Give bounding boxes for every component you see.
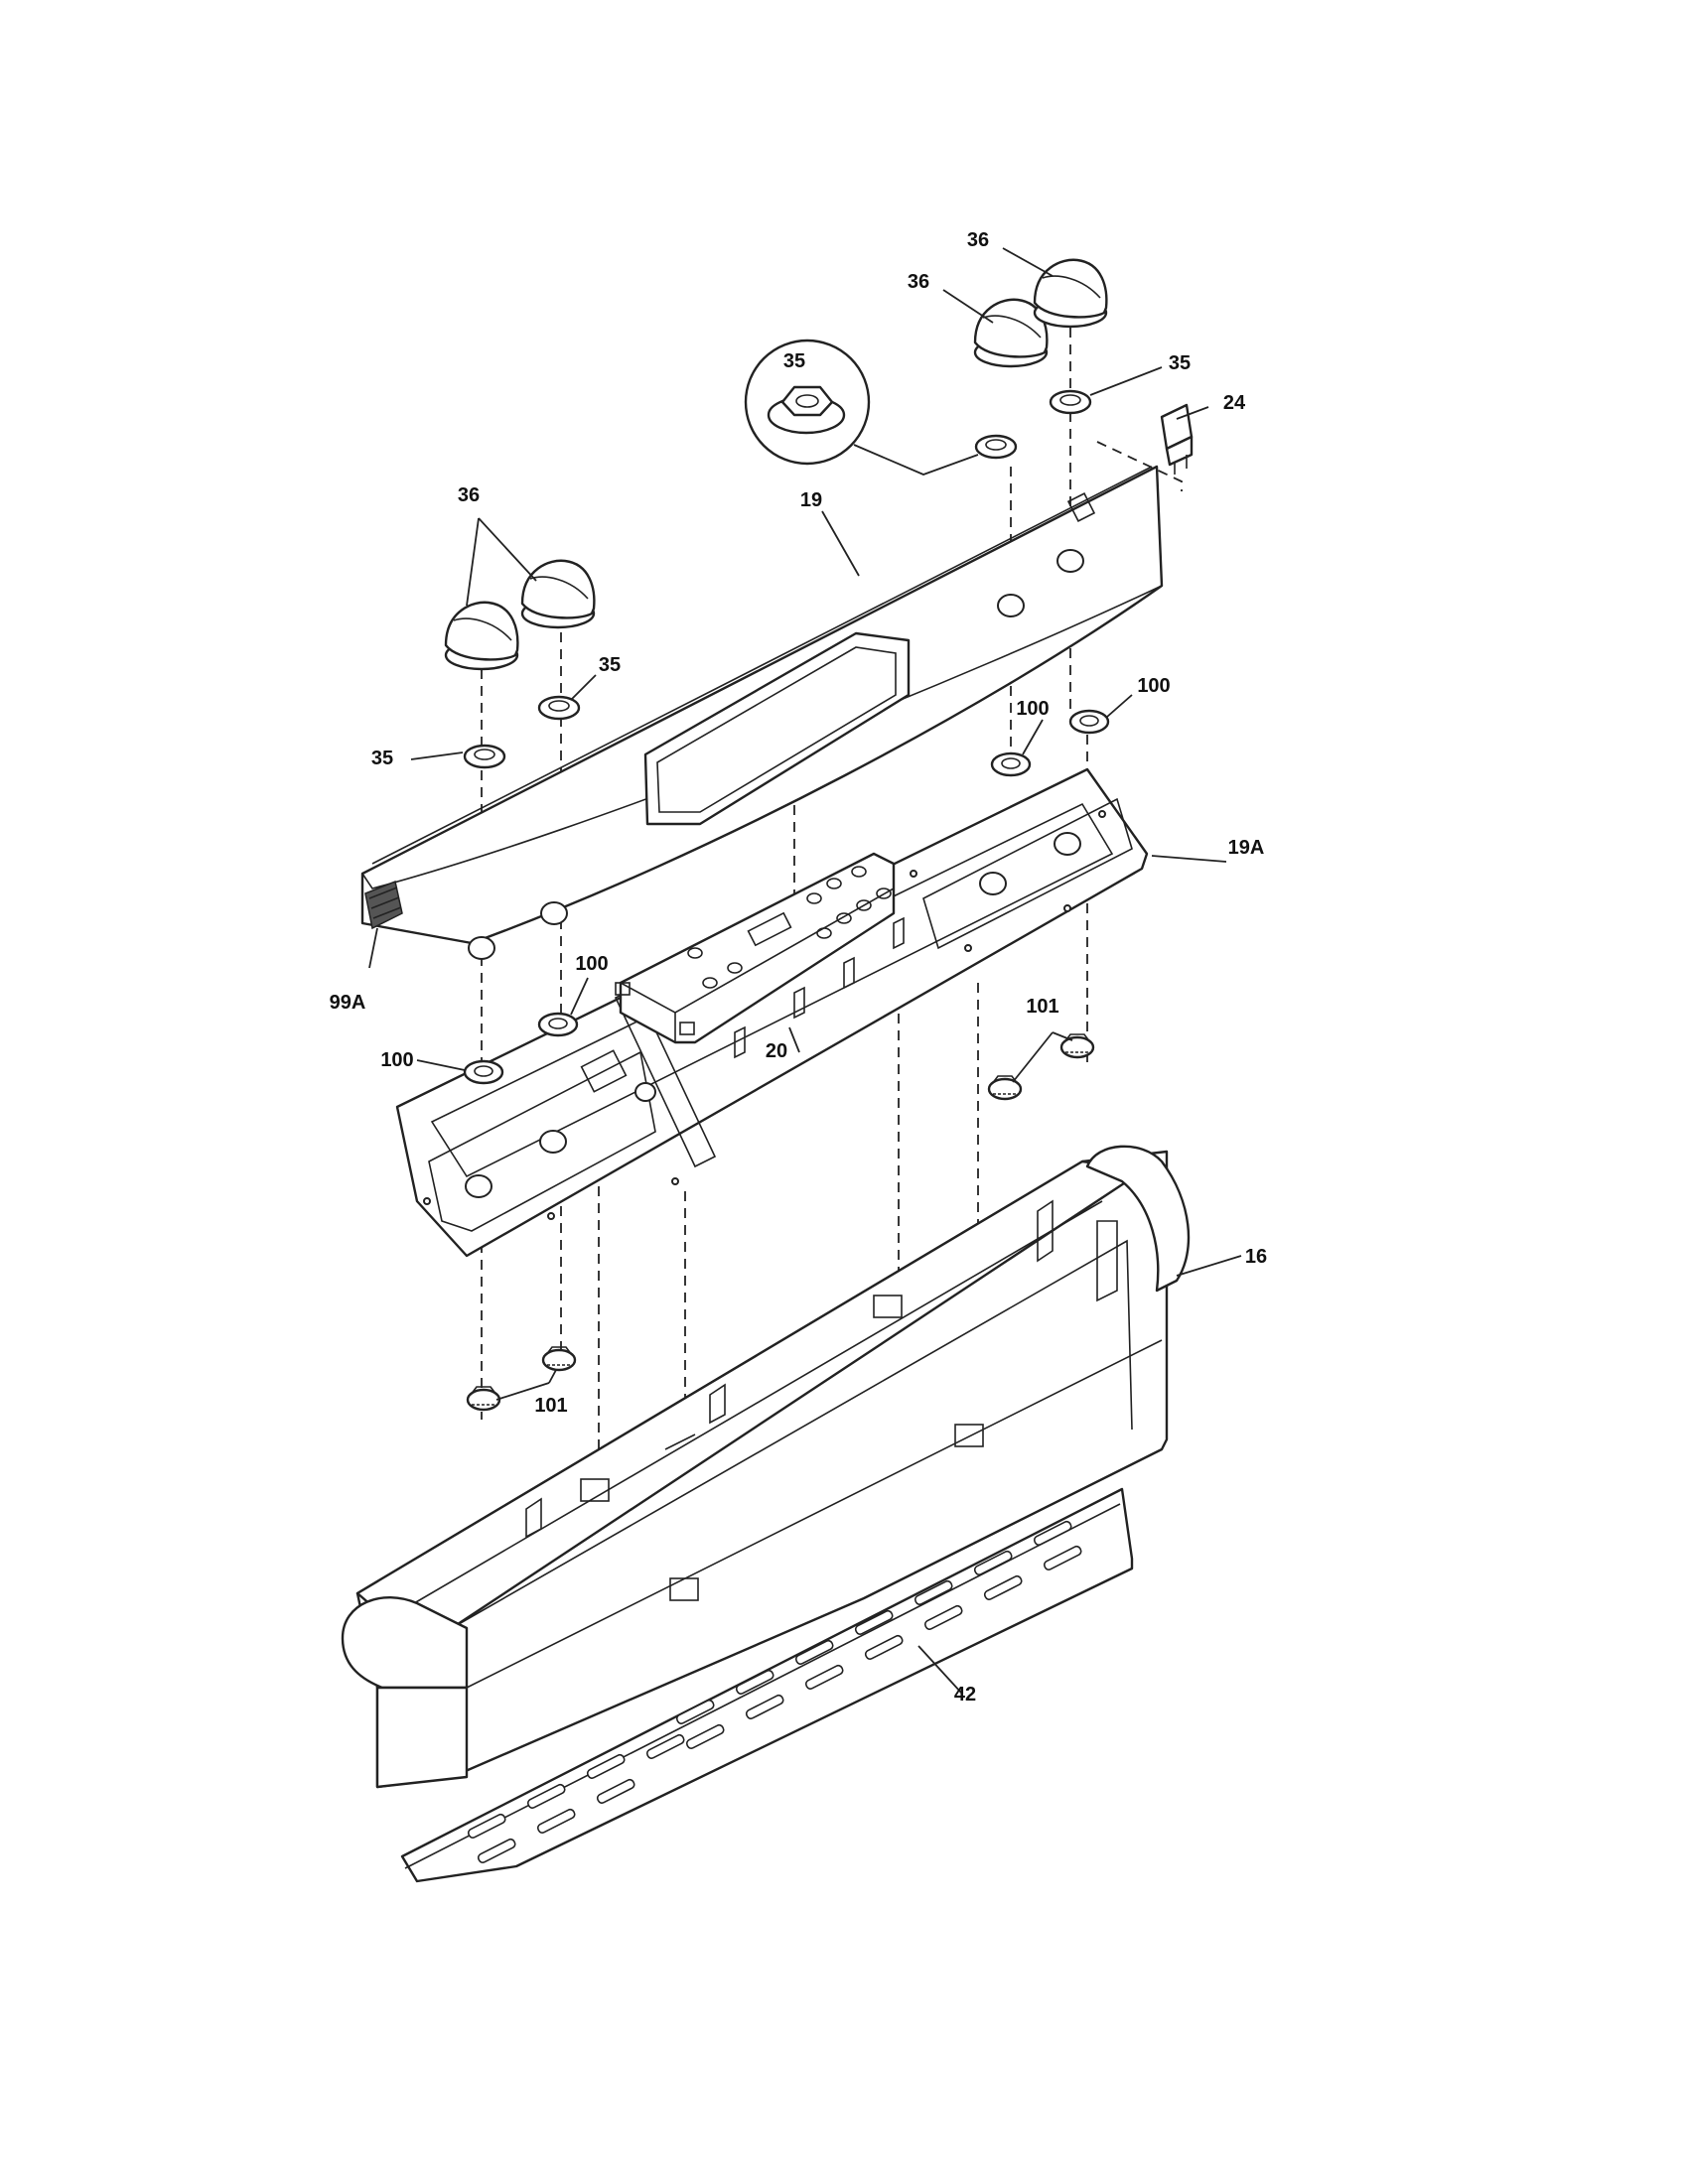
callout-labels: 36 36 35 35 24 36 19 35 100 100 35 19A 9…	[330, 229, 1267, 1706]
speed-clips	[466, 1033, 1095, 1412]
clip-right-1	[1059, 1033, 1095, 1059]
callout-35-left-a: 35	[371, 748, 393, 769]
washer-left-2	[463, 1059, 504, 1085]
nut-top-center	[974, 434, 1018, 460]
callout-36-top-b: 36	[967, 229, 989, 251]
callout-19: 19	[800, 489, 822, 511]
nut-top-right	[1049, 389, 1092, 415]
panel-bracket	[395, 767, 1149, 1258]
callout-16: 16	[1245, 1246, 1267, 1268]
washers	[463, 709, 1110, 1085]
clip-left-2	[466, 1386, 501, 1412]
control-board	[615, 852, 905, 1059]
knob-top-2	[1033, 258, 1108, 329]
knob-left-1	[444, 601, 519, 671]
washer-left-1	[537, 1012, 579, 1037]
leader-lines	[368, 247, 1242, 1694]
callout-99A: 99A	[330, 992, 366, 1014]
callout-19A: 19A	[1228, 837, 1265, 859]
nut-left-1	[463, 744, 506, 769]
callout-100-left-b: 100	[380, 1049, 413, 1071]
ribbon-connector	[364, 880, 403, 930]
callout-24: 24	[1223, 392, 1246, 414]
callout-101-left: 101	[534, 1395, 567, 1417]
nut-left-2	[537, 695, 581, 721]
callout-35-detail: 35	[783, 350, 805, 372]
grille-slots	[467, 1520, 1082, 1863]
backguard-housing	[341, 1145, 1191, 1789]
callout-100-right-b: 100	[1016, 698, 1049, 720]
callout-35-left-b: 35	[599, 654, 621, 676]
callout-36-top-a: 36	[908, 271, 929, 293]
washer-right-1	[1068, 709, 1110, 735]
callout-42: 42	[954, 1684, 976, 1706]
washer-right-2	[990, 751, 1032, 777]
board-buttons	[687, 866, 892, 989]
knobs	[444, 258, 1108, 671]
control-panel	[360, 465, 1164, 960]
callout-35-top-right: 35	[1169, 352, 1191, 374]
callout-101-right: 101	[1026, 996, 1058, 1018]
knob-left-2	[520, 559, 596, 629]
hex-nuts	[463, 389, 1092, 769]
callout-36-left: 36	[458, 484, 480, 506]
clip-right-2	[987, 1075, 1023, 1101]
nut-detail-view	[744, 339, 979, 476]
clip-left-1	[541, 1346, 577, 1372]
callout-100-left-a: 100	[575, 953, 608, 975]
callout-100-right-a: 100	[1137, 675, 1170, 697]
callout-20: 20	[766, 1040, 787, 1062]
vent-grille	[400, 1487, 1134, 1883]
